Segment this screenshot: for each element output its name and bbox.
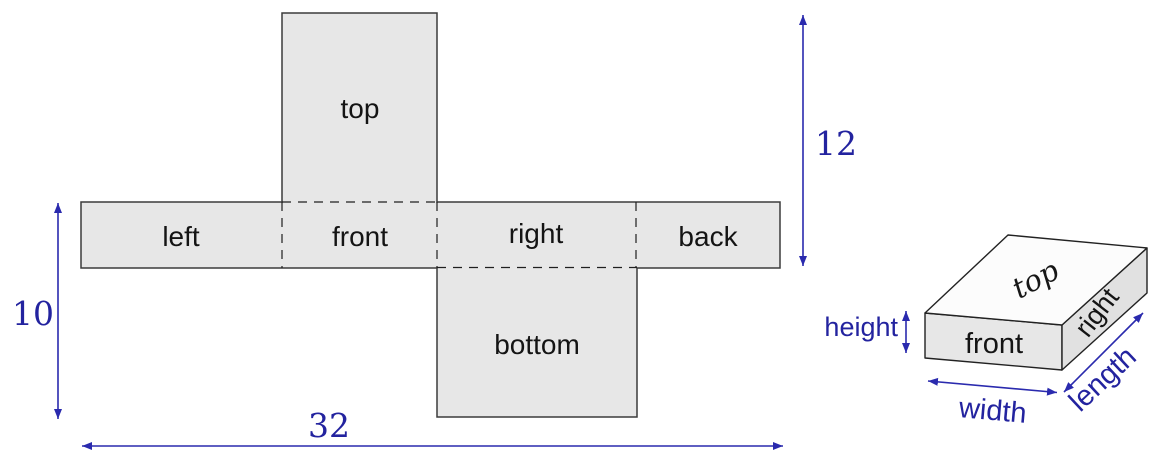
net-cross-outline	[80, 12, 781, 418]
box3d-height-label: height	[824, 312, 898, 342]
net-face-front-label: front	[332, 221, 388, 252]
net-face-top-label: top	[341, 93, 380, 124]
dim-value-12: 12	[815, 124, 857, 163]
box3d-width-label: width	[957, 392, 1028, 430]
net-face-back-label: back	[678, 221, 738, 252]
box3d-top-face	[924, 234, 1148, 326]
dim-arrow-width	[927, 377, 1058, 396]
box3d-front-label: front	[965, 328, 1023, 360]
net-face-left-label: left	[162, 221, 200, 252]
dim-value-32: 32	[308, 406, 350, 445]
dim-arrow-length	[1063, 312, 1144, 393]
dim-value-10: 10	[12, 294, 54, 333]
net-face-bottom-label: bottom	[494, 329, 580, 360]
net-face-right-label: right	[509, 218, 564, 249]
